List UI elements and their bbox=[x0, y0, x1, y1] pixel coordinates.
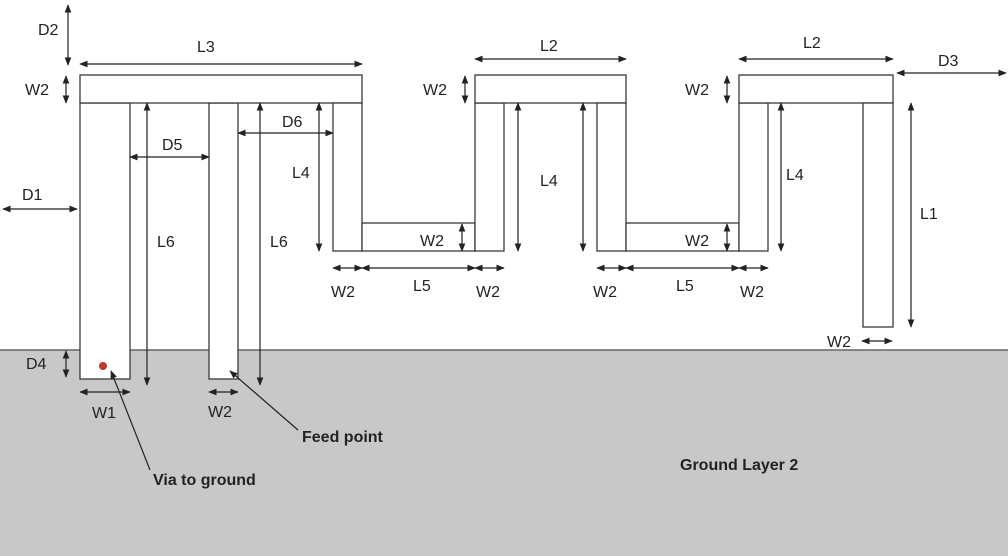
label-w2-feed: W2 bbox=[208, 404, 232, 421]
ground-plane bbox=[0, 350, 1008, 556]
label-l4-c: L4 bbox=[786, 167, 804, 184]
bottom-step-2 bbox=[625, 222, 740, 252]
label-d1: D1 bbox=[22, 187, 43, 204]
label-w2-bottom-2: W2 bbox=[476, 284, 500, 301]
label-l5-a: L5 bbox=[413, 278, 431, 295]
meander-leg-2 bbox=[474, 102, 505, 252]
open-end-leg-l1 bbox=[862, 102, 894, 328]
label-l4-a: L4 bbox=[292, 165, 310, 182]
label-w2-left-top: W2 bbox=[25, 82, 49, 99]
label-w2-step-2: W2 bbox=[685, 233, 709, 250]
label-l2-middle: L2 bbox=[540, 38, 558, 55]
annotations: Feed point Via to ground Ground Layer 2 bbox=[153, 429, 798, 489]
label-d5: D5 bbox=[162, 137, 183, 154]
label-w2-bottom-3: W2 bbox=[593, 284, 617, 301]
label-w1: W1 bbox=[92, 405, 116, 422]
label-l6-b: L6 bbox=[270, 234, 288, 251]
label-l3: L3 bbox=[197, 39, 215, 56]
label-w2-bottom-4: W2 bbox=[740, 284, 764, 301]
dimension-labels: D2 L3 W2 D1 D5 D6 L6 L6 L4 D4 W1 W2 L2 W… bbox=[22, 22, 959, 422]
antenna-traces bbox=[79, 74, 894, 380]
label-d3: D3 bbox=[938, 53, 959, 70]
bottom-step-1 bbox=[361, 222, 476, 252]
feed-stub bbox=[208, 102, 239, 380]
label-l5-b: L5 bbox=[676, 278, 694, 295]
label-l4-b: L4 bbox=[540, 173, 558, 190]
label-w2-bottom-1: W2 bbox=[331, 284, 355, 301]
meander-leg-3 bbox=[596, 102, 627, 252]
shorting-pin-stub bbox=[79, 102, 131, 380]
label-d4: D4 bbox=[26, 356, 47, 373]
label-l6-a: L6 bbox=[157, 234, 175, 251]
dimension-lines bbox=[2, 4, 1007, 471]
top-bar-l2-middle bbox=[474, 74, 627, 104]
via-dot bbox=[99, 362, 107, 370]
ground-layer-label: Ground Layer 2 bbox=[680, 457, 798, 474]
label-w2-right-top: W2 bbox=[685, 82, 709, 99]
label-l1: L1 bbox=[920, 206, 938, 223]
label-l2-right: L2 bbox=[803, 35, 821, 52]
label-w2-step-1: W2 bbox=[420, 233, 444, 250]
label-d6: D6 bbox=[282, 114, 303, 131]
label-w2-end: W2 bbox=[827, 334, 851, 351]
top-bar-l2-right bbox=[738, 74, 894, 104]
meander-leg-4 bbox=[738, 102, 769, 252]
feed-point-label: Feed point bbox=[302, 429, 384, 446]
meander-leg-1 bbox=[332, 102, 363, 252]
label-w2-mid-top: W2 bbox=[423, 82, 447, 99]
via-to-ground-label: Via to ground bbox=[153, 472, 256, 489]
label-d2: D2 bbox=[38, 22, 59, 39]
top-bar-l3 bbox=[79, 74, 363, 104]
